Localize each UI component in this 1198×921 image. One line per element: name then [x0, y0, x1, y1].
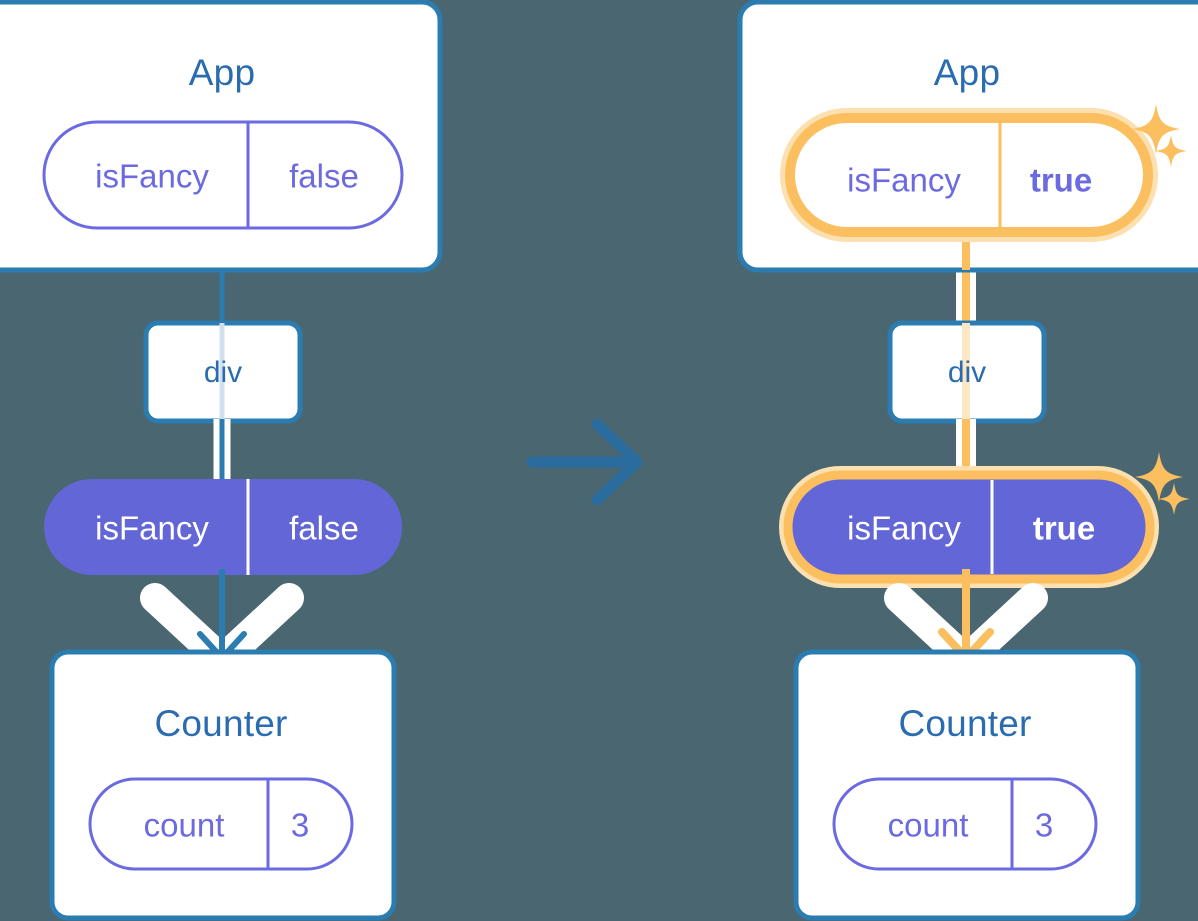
- app-state-pill-left: [42, 120, 404, 230]
- counter-state-pill-left: [88, 777, 354, 871]
- app-state-pill-right: [780, 108, 1158, 242]
- arrow-to-counter-left: [140, 569, 304, 675]
- transition-arrow-icon: [526, 418, 643, 506]
- app-box-left: [0, 0, 443, 273]
- prop-pill-right: [779, 466, 1159, 588]
- counter-box-left: [49, 649, 397, 921]
- sparkle-icon-large: [1132, 104, 1180, 154]
- counter-box-right: [793, 649, 1141, 921]
- prop-pill-left: [44, 479, 402, 575]
- sparkle-group-prop-right: [1135, 452, 1190, 515]
- sparkle-icon-small: [1155, 135, 1187, 167]
- div-node-left: [143, 320, 303, 424]
- sparkle-icon-large: [1135, 452, 1183, 502]
- counter-state-pill-right: [832, 777, 1098, 871]
- div-node-right: [887, 320, 1047, 424]
- sparkle-icon-small: [1158, 483, 1190, 515]
- sparkle-group-app-right: [1132, 104, 1187, 167]
